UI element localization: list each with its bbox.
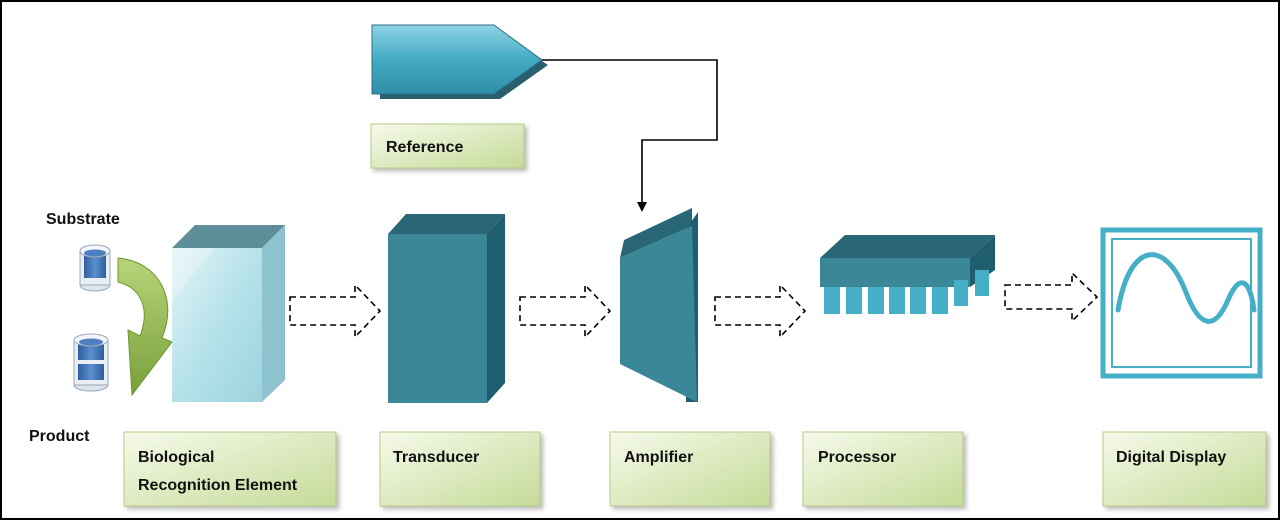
- product-label: Product: [29, 428, 90, 445]
- product-cylinder-icon: [73, 333, 109, 392]
- dashed-arrow-3: [714, 283, 807, 339]
- dashed-arrow-4: [1004, 271, 1099, 323]
- dashed-arrow-2: [519, 283, 612, 339]
- reference-label-box: [370, 123, 525, 169]
- amplifier-block: [620, 208, 698, 402]
- reference-arrowhead: [637, 202, 647, 212]
- dashed-arrow-1: [289, 283, 382, 339]
- reference-label: Reference: [386, 139, 463, 156]
- digital-display-label: Digital Display: [1116, 449, 1226, 466]
- substrate-cylinder-icon: [79, 244, 111, 292]
- substrate-label: Substrate: [46, 211, 120, 228]
- biological-recognition-block: [172, 225, 285, 402]
- curved-green-arrow-icon: [117, 257, 173, 397]
- amplifier-label: Amplifier: [624, 449, 693, 466]
- processor-block: [820, 235, 995, 314]
- transducer-label: Transducer: [393, 449, 479, 466]
- bio-label-line2: Recognition Element: [138, 477, 298, 494]
- bio-label-line1: Biological: [138, 449, 214, 466]
- sine-wave-icon: [1115, 252, 1257, 324]
- digital-display-block: [1100, 227, 1263, 379]
- reference-connector-line: [542, 59, 718, 205]
- reference-pentagon-icon: [371, 24, 548, 99]
- transducer-block: [388, 214, 505, 403]
- label-boxes: [123, 431, 1267, 507]
- processor-label: Processor: [818, 449, 896, 466]
